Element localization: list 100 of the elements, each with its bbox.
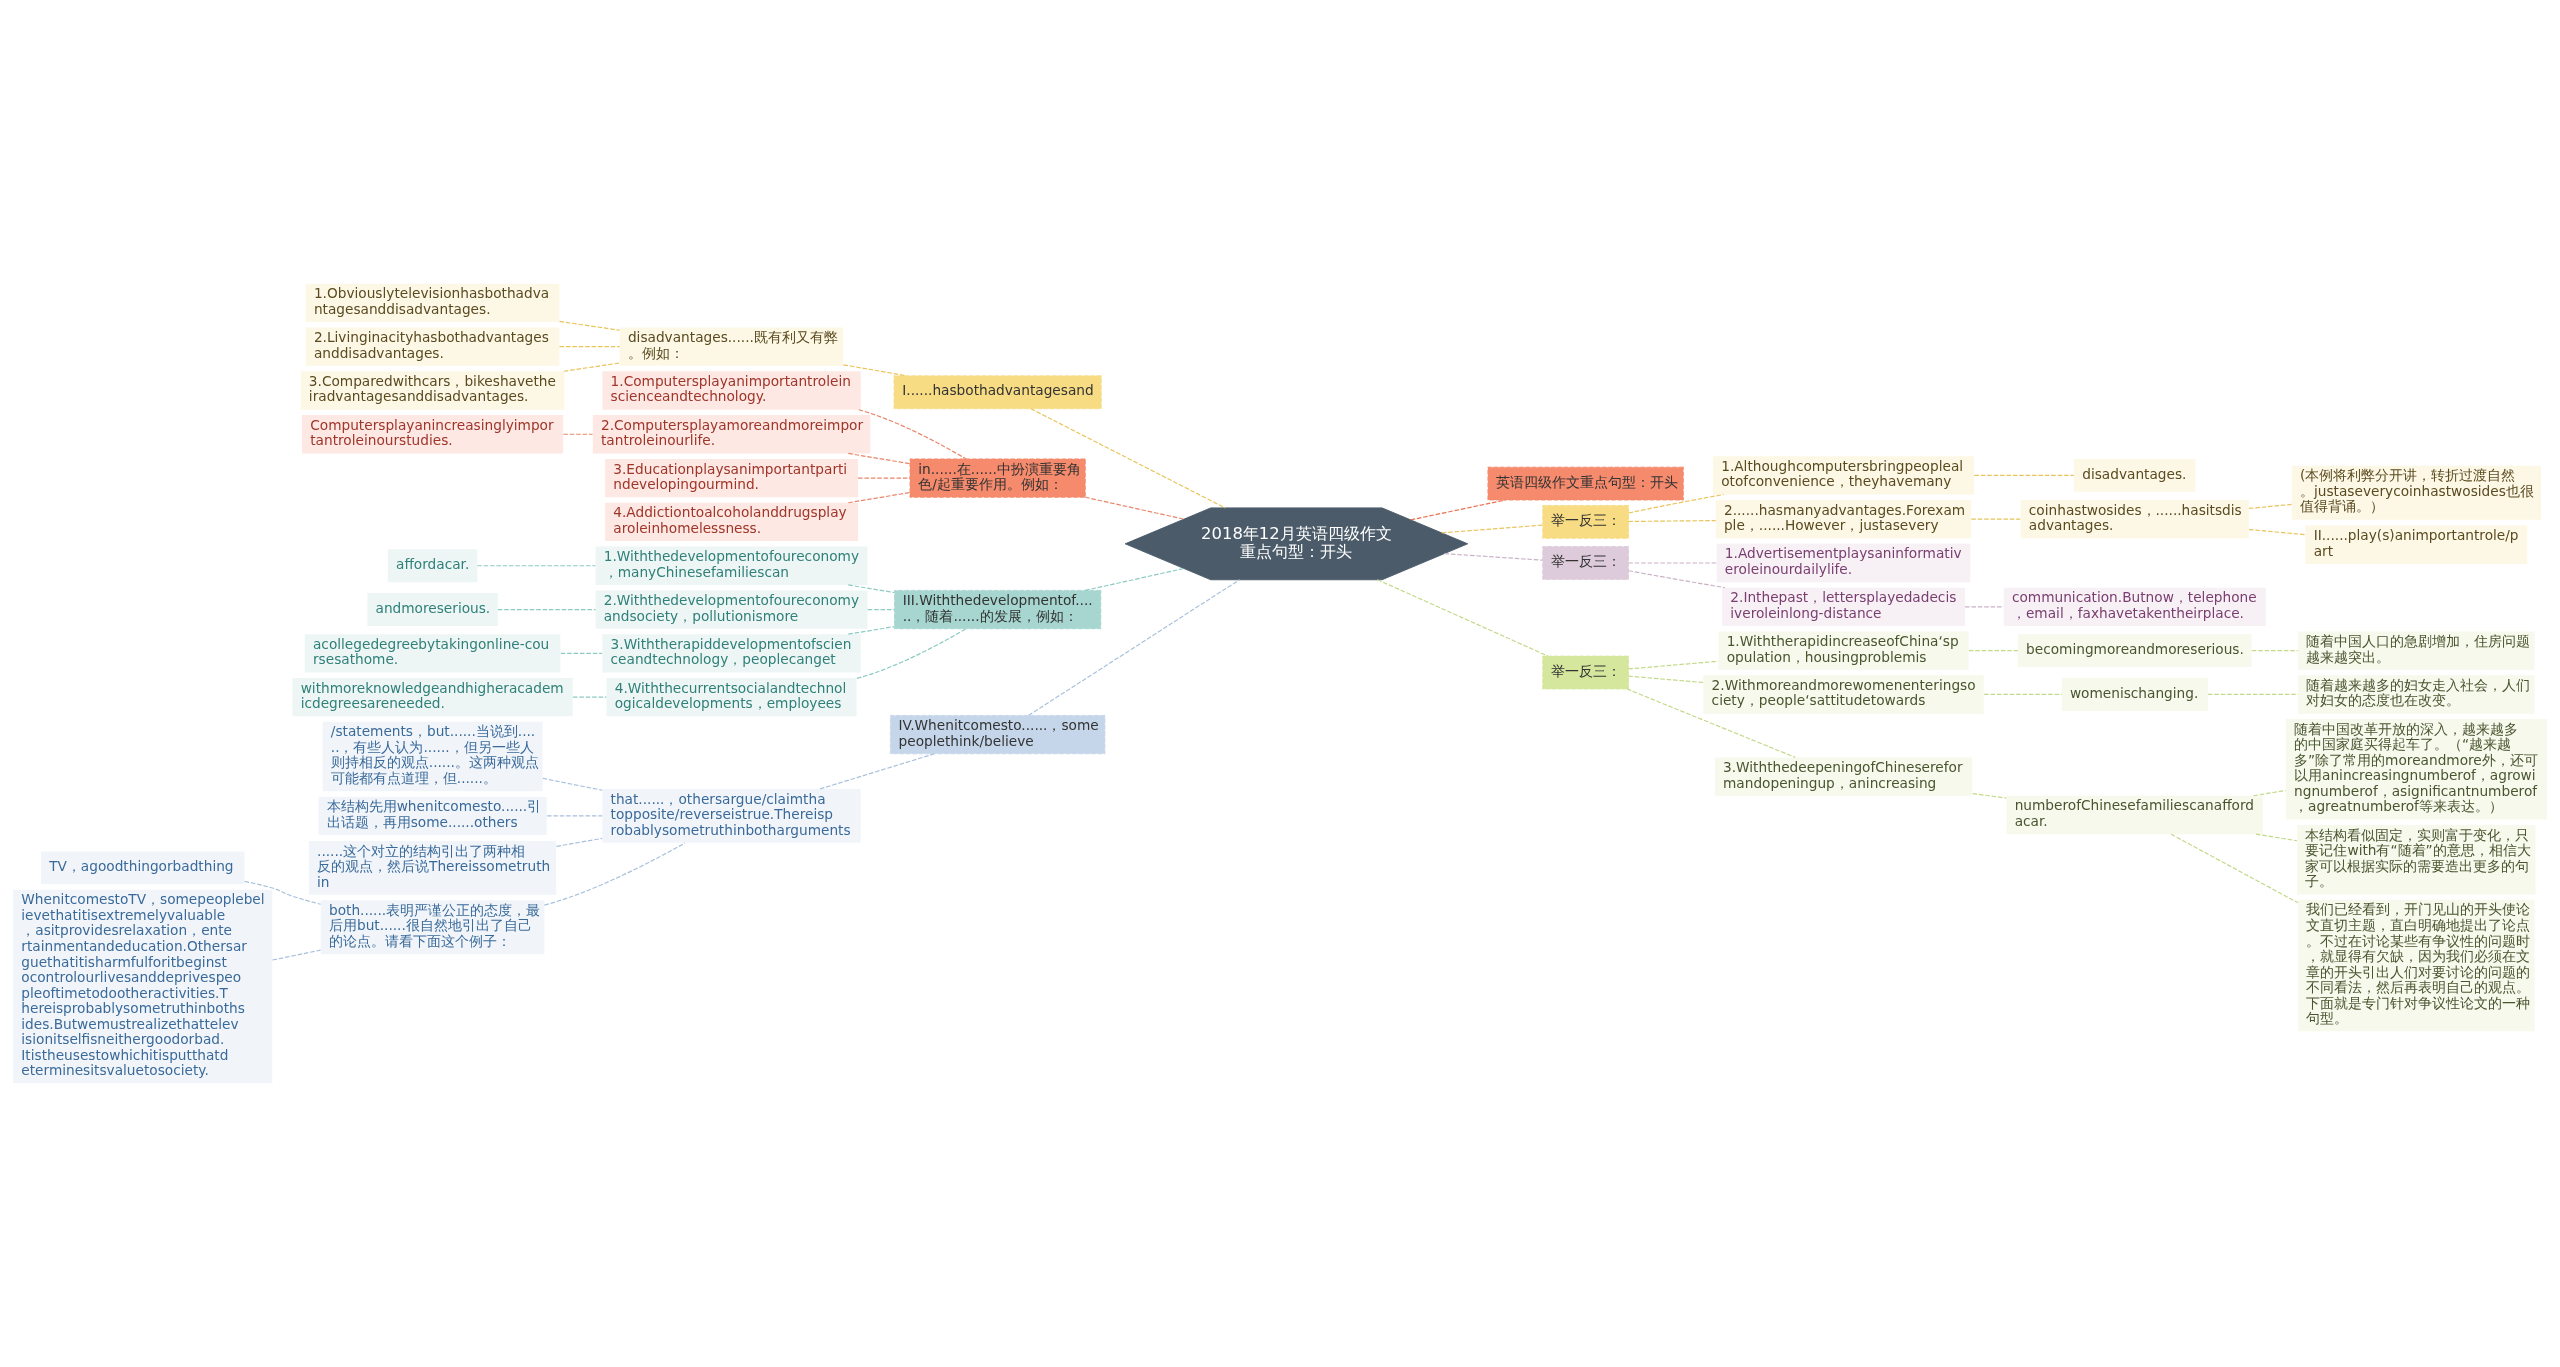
connector (1030, 408, 1226, 509)
node-box: 本结构看似固定，实则富于变化，只要记住with有“随着”的意思，相信大家可以根据实际的需要造出更多的句子。 (2297, 825, 2536, 895)
connector (1972, 793, 2007, 799)
node-box: withmoreknowledgeandhigheracademicdegreesareneeded. (292, 678, 573, 717)
connector (847, 491, 911, 504)
connector (271, 949, 322, 961)
node-box: disadvantages. (2074, 458, 2196, 492)
node-box: disadvantages......既有利又有弊。例如： (619, 327, 844, 366)
node-box: 3.Educationplaysanimportantpartindevelopingourmind. (605, 458, 858, 498)
node-box: both......表明严谨公正的态度，最后用but......很自然地引出了自己的论点。请看下面这个例子： (320, 900, 545, 955)
node-box: II......play(s)animportantrole/part (2305, 525, 2528, 564)
connector (1410, 499, 1506, 521)
node-box: 2.Livinginacityhasbothadvantagesanddisadvantages. (305, 327, 560, 366)
connector (1443, 553, 1544, 561)
connector (2248, 503, 2293, 510)
connector (1628, 570, 1726, 589)
node-box: TV，agoodthingorbadthing (40, 851, 245, 885)
node-box: Computersplayanincreasinglyimportantroleinourstudies. (302, 415, 564, 454)
node-box: 举一反三： (1542, 655, 1629, 690)
connector (2252, 789, 2287, 797)
connector (1973, 474, 2075, 476)
connector (1983, 693, 2063, 696)
connector (847, 626, 895, 635)
connector (847, 452, 911, 465)
connector (542, 777, 603, 791)
connector (563, 362, 621, 372)
node-box: womenischanging. (2061, 678, 2208, 711)
node-box: ......这个对立的结构引出了两种相反的观点，然后说Thereissometruthin (308, 840, 557, 895)
node-box: 2......hasmanyadvantages.Forexample，......However，justasevery (1715, 500, 1972, 539)
connector (1968, 650, 2019, 652)
node-box: 2.Withmoreandmorewomenenteringsociety，people‘sattitudetowards (1703, 675, 1984, 714)
connector (572, 696, 607, 698)
connector (1627, 675, 1704, 684)
node-box: 4.Withthecurrentsocialandtechnologicaldevelopments，employees (606, 678, 857, 717)
connector (558, 346, 621, 348)
connector (856, 628, 967, 680)
node-box: 1.Althoughcomputersbringpeoplealotofconvenience，theyhavemany (1713, 456, 1975, 495)
node-box: 举一反三： (1542, 505, 1629, 539)
node-box: 3.Withtherapiddevelopmentofscienceandtechnology，peoplecanget (602, 634, 861, 673)
node-box: 随着中国改革开放的深入，越来越多的中国家庭买得起车了。（“越来越多”除了常用的moreandmore外，还可以用anincreasingnumberof，agrowingnumberof，asignificantnumberof，agreatnumberof等来表达。） (2285, 719, 2547, 820)
node-box: 2.Inthepast，lettersplayedadecisiveroleinlong-distance (1722, 587, 1965, 626)
connector (1441, 524, 1544, 534)
connector (1628, 493, 1725, 514)
node-box: I......hasbothadvantagesand (893, 375, 1102, 410)
node-box: 本结构先用whenitcomesto......引出话题，再用some......others (318, 796, 547, 836)
connector (2248, 528, 2306, 536)
node-box: 举一反三： (1542, 546, 1629, 580)
connector (1627, 562, 1718, 564)
node-box: 随着中国人口的急剧增加，住房问题越来越突出。 (2298, 631, 2535, 670)
node-box: IV.Whenitcomesto......，somepeoplethink/believe (889, 715, 1106, 755)
connector (1626, 688, 1796, 758)
connector (847, 584, 895, 594)
node-box: becomingmoreandmoreserious. (2017, 634, 2252, 668)
connector (543, 842, 686, 906)
node-box: acollegedegreebytakingonline-coursesathome. (304, 634, 561, 673)
node-box: WhenitcomestoTV，somepeoplebelievethatitisextremelyvaluable，asitprovidesrelaxation，entertainmentandeducation.Othersarguethatitisharmfulforitbeginstocontrolourlivesanddeprivespeopleoftimetodootheractivities.Thereisprobablysometruthinbothsides.Butwemustrealizethattelevisionitselfisneithergoodorbad.Itistheusestowhichitisputthatdeterminesitsvaluetosociety. (13, 889, 273, 1084)
node-box: 1.Advertisementplaysaninformativeroleinourdailylife. (1716, 543, 1971, 583)
node-box: (本例将利弊分开讲，转折过渡自然。justaseverycoinhastwosides也很值得背诵。） (2291, 465, 2541, 520)
connector (562, 433, 594, 435)
node-box: 随着越来越多的妇女走入社会，人们对妇女的态度也在改变。 (2298, 675, 2535, 714)
connector (476, 565, 597, 567)
connector (1627, 519, 1717, 523)
node-box: 1.WiththerapidincreaseofChina‘spopulation，housingproblemis (1718, 631, 1969, 670)
connector (2251, 650, 2299, 652)
connector (2170, 833, 2299, 904)
node-box: 我们已经看到，开门见山的开头使论文直切主题，直白明确地提出了论点。不过在讨论某些有争议性的问题时，就显得有欠缺，因为我们必须在文章的开头引出人们对要讨论的问题的不同看法，然后再表明自己的观点。下面就是专门针对争议性论文的一种句型。 (2298, 899, 2535, 1032)
node-box: 英语四级作文重点句型：开头 (1487, 466, 1684, 501)
node-box: III.Withthedevelopmentof......，随着......的发展，例如： (894, 589, 1102, 630)
node-box: 3.WiththedeepeningofChinesereformandopeningup，anincreasing (1714, 757, 1973, 796)
node-box: in......在......中扮演重要角色/起重要作用。例如： (909, 458, 1086, 498)
node-box: /statements，but......当说到......，有些人认为......，但另一些人则持相反的观点......。这两种观点可能都有点道理，但......。 (322, 721, 543, 792)
connector (858, 409, 967, 460)
connector (867, 608, 895, 611)
node-box: 1.Obviouslytelevisionhasbothadvantagesanddisadvantages. (305, 283, 560, 322)
connector (2207, 693, 2299, 696)
connector (1028, 579, 1241, 716)
node-box: 4.Addictiontoalcoholanddrugsplayaroleinhomelessness. (605, 502, 858, 542)
node-box: 2.Withthedevelopmentofoureconomyandsociety，pollutionismore (595, 590, 868, 629)
node-box: 2.Computersplayamoreandmoreimportantroleinourlife. (592, 415, 871, 454)
connector (1970, 518, 2021, 520)
node-box: 1.Computersplayanimportantroleinscienceandtechnology. (602, 371, 861, 410)
connector (1376, 579, 1549, 657)
connector (1627, 660, 1719, 670)
connector (555, 837, 603, 847)
node-box: communication.Butnow，telephone，email，faxhavetakentheirplace. (2003, 587, 2266, 626)
connector (546, 815, 603, 817)
connector (857, 477, 911, 479)
connector (560, 652, 603, 654)
node-box: numberofChinesefamiliescanaffordacar. (2006, 795, 2263, 835)
connector (1084, 496, 1185, 520)
node-box: affordacar. (387, 549, 478, 583)
connector (244, 880, 322, 905)
connector (819, 753, 935, 790)
node-box: 3.Comparedwithcars，bikeshavetheiradvantagesanddisadvantages. (300, 371, 565, 410)
connector (1084, 567, 1185, 591)
node-box: coinhastwosides，......hasitsdisadvantages. (2020, 500, 2249, 539)
connector (558, 320, 621, 331)
node-box: that......，othersargue/claimthatopposite/reverseistrue.Thereisprobablysometruthinbotharguments (602, 788, 861, 843)
connector (1964, 606, 2005, 608)
connector (2255, 833, 2298, 842)
